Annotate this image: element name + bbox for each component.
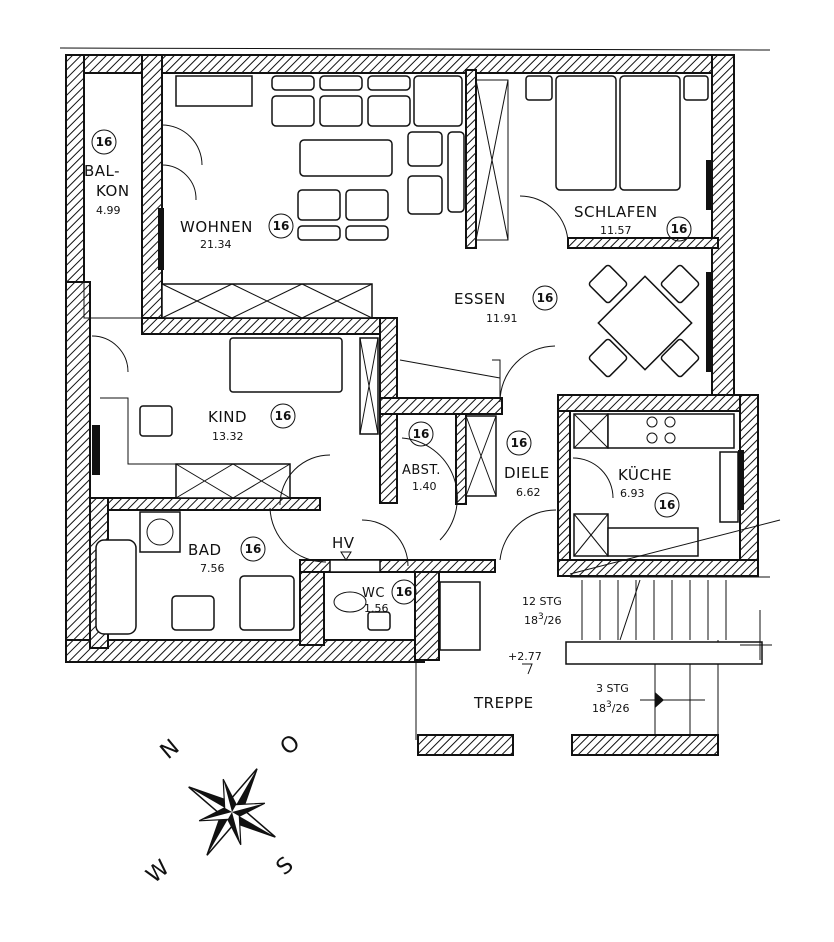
- diele-area: 6.62: [516, 486, 541, 499]
- kind-label: KIND: [208, 408, 247, 426]
- landing-level: +2.77: [508, 650, 542, 663]
- staircase: [439, 519, 781, 735]
- compass-o: O: [276, 730, 305, 760]
- badge-balkon: 16: [96, 135, 113, 149]
- compass-rose: N O S W: [142, 730, 305, 888]
- bad-area: 7.56: [200, 562, 225, 575]
- essen-label: ESSEN: [454, 290, 506, 308]
- wc-area: 1.56: [364, 602, 389, 615]
- compass-w: W: [142, 855, 175, 888]
- stairs-lower-ratio-den: /26: [612, 702, 630, 715]
- compass-s: S: [272, 852, 299, 880]
- essen-area: 11.91: [486, 312, 518, 325]
- abst-area: 1.40: [412, 480, 437, 493]
- wohnen-area: 21.34: [200, 238, 232, 251]
- badge-wc: 16: [396, 585, 413, 599]
- balkon-label-2: KON: [96, 182, 130, 200]
- badge-kind: 16: [275, 409, 292, 423]
- badge-abst: 16: [413, 427, 430, 441]
- room-labels: BAL- KON 4.99 WOHNEN 21.34 SCHLAFEN 11.5…: [84, 162, 672, 712]
- doors: [91, 124, 614, 567]
- stairs-lower-ratio-sup: 3: [606, 700, 612, 710]
- furniture: [95, 75, 739, 635]
- schlafen-label: SCHLAFEN: [574, 203, 658, 221]
- kueche-area: 6.93: [620, 487, 645, 500]
- stairs-upper-ratio: 183/26: [524, 612, 561, 627]
- abst-label: ABST.: [402, 463, 441, 478]
- badge-essen: 16: [537, 291, 554, 305]
- wc-label: WC: [362, 586, 385, 601]
- stairs-upper-ratio-base: 18: [524, 614, 538, 627]
- hv-label: HV: [332, 534, 355, 552]
- windows: [92, 79, 744, 510]
- badge-diele: 16: [511, 436, 528, 450]
- compass-n: N: [156, 735, 185, 765]
- balkon-area: 4.99: [96, 204, 121, 217]
- stairs-lower-ratio-base: 18: [592, 702, 606, 715]
- stairs-upper-count: 12 STG: [522, 595, 562, 608]
- schlafen-area: 11.57: [600, 224, 632, 237]
- balkon-label-1: BAL-: [84, 162, 120, 180]
- treppe-label: TREPPE: [473, 694, 534, 712]
- badge-schlafen: 16: [671, 222, 688, 236]
- badge-kueche: 16: [659, 498, 676, 512]
- diele-label: DIELE: [504, 464, 550, 482]
- kind-area: 13.32: [212, 430, 244, 443]
- badge-wohnen: 16: [273, 219, 290, 233]
- annotations: HV 12 STG 183/26 +2.77 3 STG 183/26: [332, 534, 629, 715]
- stairs-lower-ratio: 183/26: [592, 700, 629, 715]
- wohnen-label: WOHNEN: [180, 218, 253, 236]
- stairs-upper-ratio-sup: 3: [538, 612, 544, 622]
- badge-bad: 16: [245, 542, 262, 556]
- bad-label: BAD: [188, 541, 222, 559]
- room-badges: 16 16 16 16 16 16 16 16 16 16: [91, 129, 692, 605]
- stairs-lower-count: 3 STG: [596, 682, 629, 695]
- stairs-upper-ratio-den: /26: [544, 614, 562, 627]
- kueche-label: KÜCHE: [618, 465, 672, 484]
- compass-star-icon: [188, 768, 276, 856]
